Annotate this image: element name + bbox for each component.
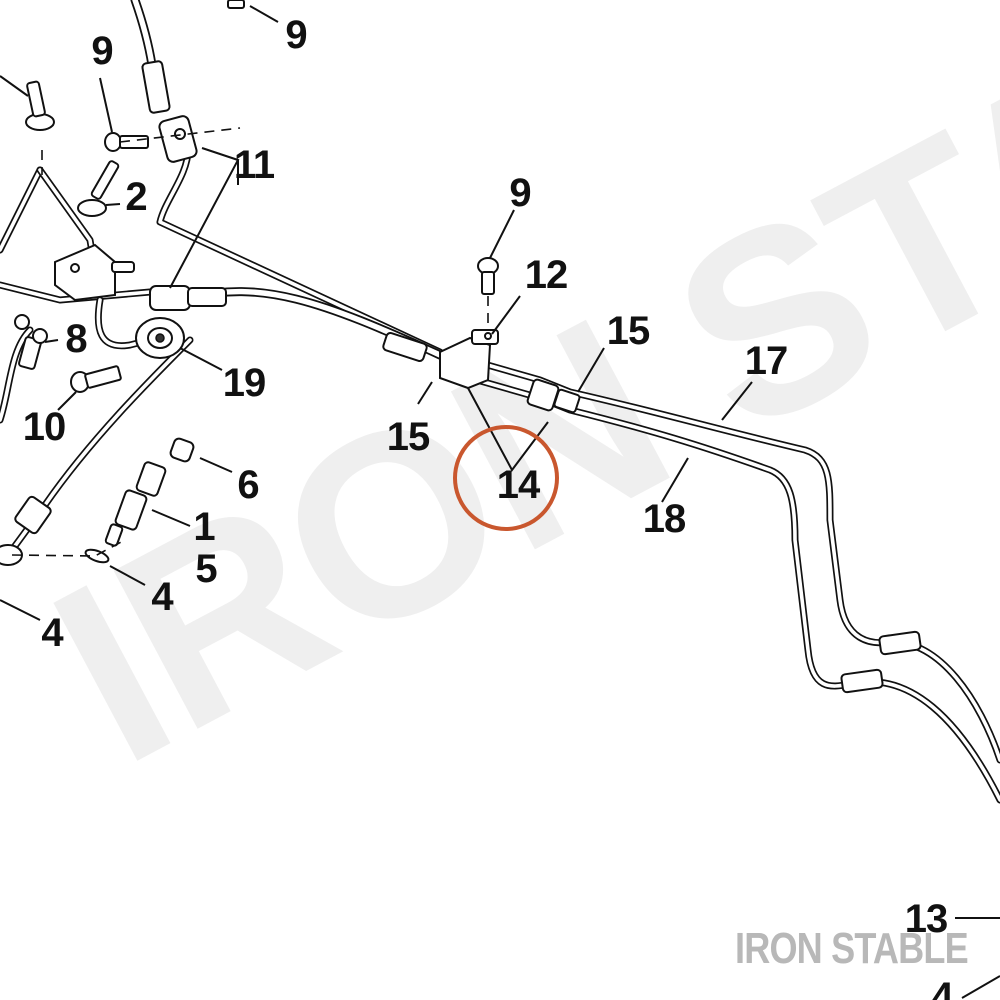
callout-14: 14 (497, 463, 541, 507)
callout-6: 6 (237, 463, 258, 507)
callout-15-right: 15 (607, 309, 650, 353)
manifold-bracket (54, 243, 116, 302)
washer-5 (84, 548, 110, 564)
callouts: 9 9 11 2 9 12 8 19 10 15 15 17 14 6 1 5 … (23, 13, 956, 1000)
callout-15-left: 15 (387, 415, 430, 459)
callout-9-middle: 9 (509, 171, 530, 215)
bolt-8 (18, 328, 48, 370)
fitting-17-lower (878, 630, 922, 656)
callout-4-left: 4 (41, 611, 64, 655)
clip-top-left (25, 80, 55, 131)
screw-10 (70, 365, 122, 393)
leader-lines (0, 5, 1000, 999)
callout-17: 17 (745, 339, 788, 383)
callout-12: 12 (525, 253, 568, 297)
callout-18: 18 (643, 497, 686, 541)
part-top-edge (227, 0, 245, 9)
callout-10: 10 (23, 405, 66, 449)
center-lines (11, 127, 489, 557)
callout-4-bottom: 4 (931, 975, 954, 1000)
highlight-circle (453, 425, 559, 531)
callout-2: 2 (125, 175, 146, 219)
grommet-19 (135, 317, 185, 359)
brand-logo-text: IRON STABLE (735, 924, 969, 973)
callout-11: 11 (234, 143, 275, 187)
callout-9-top: 9 (285, 13, 306, 57)
bleeder-cap-6 (169, 437, 195, 463)
callout-1: 1 (193, 505, 215, 549)
hardware (0, 0, 922, 694)
callout-8: 8 (65, 317, 87, 361)
line-11-upper (156, 146, 444, 356)
upper-line-fitting (141, 60, 171, 114)
callout-5: 5 (195, 547, 217, 591)
callout-19: 19 (223, 361, 266, 405)
screw-9-middle (477, 257, 499, 295)
caliper-fitting (14, 495, 52, 535)
callout-13: 13 (905, 897, 948, 941)
clip-2 (77, 160, 120, 217)
bleeder-valve-1 (104, 461, 167, 547)
fitting-18-lower (840, 668, 884, 694)
clamp-12 (439, 329, 499, 390)
fitting-15-left (382, 331, 428, 363)
callout-9-left: 9 (91, 29, 112, 73)
callout-4-middle: 4 (151, 575, 174, 619)
fitting-main (149, 285, 191, 311)
